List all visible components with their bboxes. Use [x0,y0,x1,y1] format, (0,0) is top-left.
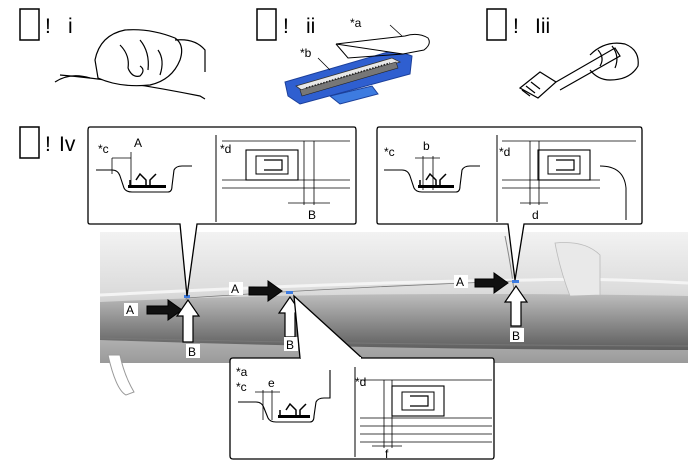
callout-a-middle: *a [236,365,248,379]
step-2: ! ii *a *b [256,8,430,105]
step-1-checkbox[interactable] [19,8,40,41]
step-3: ! Iii [486,8,639,99]
callout-a: *a [350,16,362,30]
dim-A-front-detail: A [134,136,142,150]
vehicle-labels: A A A B B B [124,275,524,359]
arrow-right-front [146,299,183,321]
step-1-mark: ! [45,15,51,38]
vehicle-side-view [99,232,688,396]
arrow-right-middle [248,280,283,302]
dim-e-middle-detail: e [268,376,275,390]
tape-marker-middle [286,291,293,294]
step-4-label: Iv [59,133,76,156]
callout-c-rear-d: *d [499,145,510,159]
callout-c-middle: *c [236,380,247,394]
step-4: ! Iv [19,126,76,159]
tape-marker-rear [512,280,519,283]
arrow-up-front [175,298,201,343]
tape-applicator-illustration [284,24,430,105]
step-1-label: i [68,15,73,38]
step-4-checkbox[interactable] [19,126,40,159]
label-A-middle: A [231,282,239,296]
step-3-label: Iii [535,15,550,38]
cloth-wipe-illustration [54,29,206,100]
label-B-rear: B [512,329,520,343]
step-3-checkbox[interactable] [486,8,507,41]
dim-d-rear-detail: d [532,208,539,222]
tape-marker-front [184,295,190,298]
label-A-rear: A [456,275,464,289]
step-2-label: ii [306,15,315,38]
step-4-mark: ! [45,133,51,156]
step-2-mark: ! [283,15,289,38]
arrow-up-rear [503,284,529,327]
dim-b-rear-detail: b [423,139,430,153]
callout-c-rear: *c [384,145,395,159]
callout-d-middle: *d [355,375,366,389]
label-A-front: A [126,303,134,317]
detail-middle: *a *c e *d f [229,294,495,461]
step-2-checkbox[interactable] [256,8,277,41]
brush-illustration [518,42,639,99]
dim-f-middle-detail: f [385,447,389,461]
callout-c-front: *c [98,142,109,156]
dim-B-front-detail: B [308,208,316,222]
callout-d-front: *d [220,142,231,156]
step-3-mark: ! [513,15,519,38]
step-1: ! i [19,8,206,100]
detail-rear: *c b *d d [376,126,643,281]
arrow-right-rear [474,272,509,294]
label-B-front: B [188,345,196,359]
detail-front: *c A *d B [87,126,357,297]
callout-b: *b [300,46,312,60]
pointer-arrows [146,272,529,343]
label-B-middle: B [286,338,294,352]
